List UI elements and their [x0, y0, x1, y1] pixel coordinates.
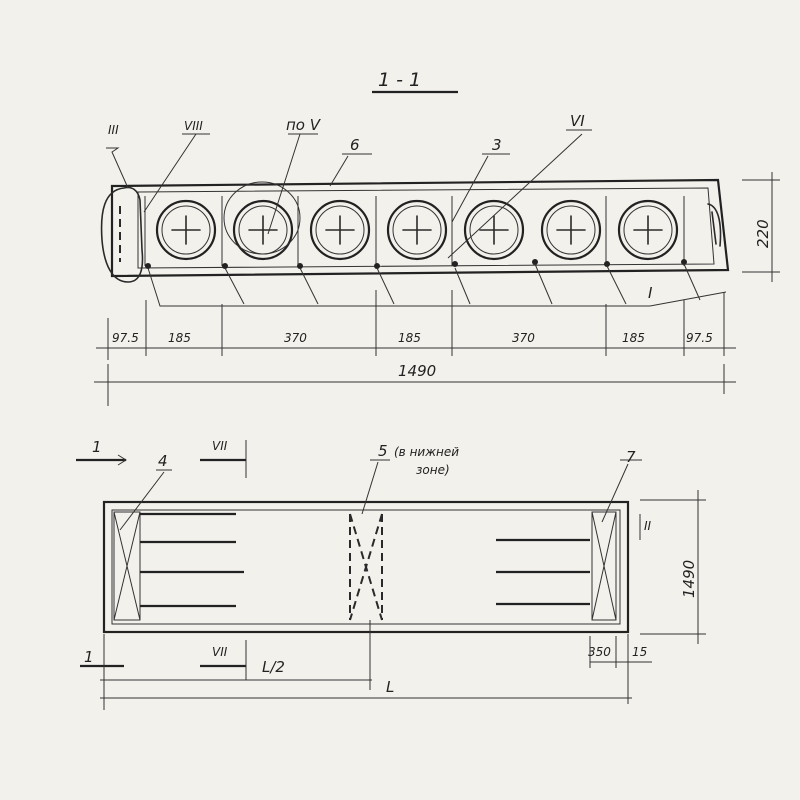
void-center-cross: [556, 215, 586, 245]
leaders-to-I: [147, 263, 727, 307]
end-loop-left: [100, 186, 144, 283]
callout-5-note-2: зоне): [416, 463, 450, 477]
dim-185-c: 185: [622, 331, 645, 345]
void-inner-circle: [392, 205, 442, 255]
rebar-dot: [145, 263, 151, 269]
end-cross-left: [113, 511, 141, 621]
void-center-cross: [633, 215, 663, 245]
leader-poV: [267, 133, 318, 235]
void-circle: [309, 199, 371, 261]
cut-arrow-top: [117, 454, 127, 466]
dim-chain-ticks: [107, 290, 725, 360]
dim-15: 15: [632, 645, 647, 659]
section-title: 1 - 1: [378, 69, 421, 91]
void-inner-circle: [469, 205, 519, 255]
void-center-cross: [402, 215, 432, 245]
void-center-cross: [479, 215, 509, 245]
dim-370-b: 370: [512, 331, 535, 345]
dim-370-a: 370: [284, 331, 307, 345]
void-inner-circle: [161, 205, 211, 255]
rebar-dot: [374, 263, 380, 269]
bars-right: [496, 538, 590, 606]
mark-II: II: [644, 519, 652, 533]
callout-I: I: [648, 284, 653, 302]
leader-7: [601, 459, 642, 523]
voids-group: [155, 199, 679, 261]
slab-outline: [110, 178, 730, 278]
cut-mark-left: 1: [92, 438, 102, 456]
dim-97-5-left: 97.5: [112, 331, 139, 345]
rebar-dot: [222, 263, 228, 269]
slab-inner-outline: [137, 187, 715, 269]
void-inner-circle: [315, 205, 365, 255]
leader-4: [119, 469, 172, 531]
callout-VIII: VIII: [184, 119, 203, 133]
void-inner-circle: [546, 205, 596, 255]
dim-half-length: L/2: [262, 658, 285, 676]
void-center-cross: [171, 215, 201, 245]
leader-VIII: [143, 133, 210, 213]
plan-view: 1 VII 4: [76, 438, 706, 710]
dim-height: 220: [754, 219, 772, 248]
plan-inner-outline: [111, 509, 621, 625]
void-inner-circle: [623, 205, 673, 255]
leader-VI: [447, 129, 592, 259]
dim-length: L: [386, 678, 394, 696]
callout-poV: по V: [286, 116, 322, 134]
rebar-dot: [681, 259, 687, 265]
leader-III: [106, 147, 129, 189]
callout-5: 5: [378, 442, 388, 460]
callout-5-note-1: (в нижней: [394, 445, 459, 459]
leader-5: [361, 459, 390, 515]
void-circle: [386, 199, 448, 261]
dim-350: 350: [588, 645, 611, 659]
void-circle: [232, 199, 294, 261]
end-zone-left: [113, 511, 141, 621]
dim-185-a: 185: [168, 331, 191, 345]
dim-185-b: 185: [398, 331, 421, 345]
cut-mark-left-bottom: 1: [84, 648, 94, 666]
end-cross-right: [591, 511, 617, 621]
void-circle: [155, 199, 217, 261]
center-reinforcement: [349, 513, 383, 621]
rebar-dot: [452, 261, 458, 267]
void-circle: [540, 199, 602, 261]
void-circle: [463, 199, 525, 261]
callout-7: 7: [626, 448, 636, 466]
bars-left: [140, 512, 244, 608]
rebar-dot: [532, 259, 538, 265]
void-center-cross: [248, 215, 278, 245]
dim-97-5-right: 97.5: [686, 331, 713, 345]
reinforcement-dots: [145, 259, 687, 269]
highlight-circle: [223, 181, 301, 255]
void-center-cross: [325, 215, 355, 245]
callout-3: 3: [492, 136, 502, 154]
mark-VII-top: VII: [212, 439, 228, 453]
rebar-dot: [604, 261, 610, 267]
mark-VII-bottom: VII: [212, 645, 228, 659]
callout-III: III: [108, 123, 119, 137]
leader-3: [451, 153, 510, 223]
callout-4: 4: [158, 452, 168, 470]
rebar-dot: [297, 263, 303, 269]
dim-total: 1490: [398, 362, 436, 380]
callout-6: 6: [350, 136, 360, 154]
leader-6: [329, 153, 372, 187]
end-zone-right: [591, 511, 617, 621]
void-circle: [617, 199, 679, 261]
end-loop-right: [707, 203, 722, 247]
dim-width: 1490: [680, 560, 698, 598]
callout-VI: VI: [570, 112, 585, 130]
section-1-1: 1 - 1: [94, 69, 780, 406]
